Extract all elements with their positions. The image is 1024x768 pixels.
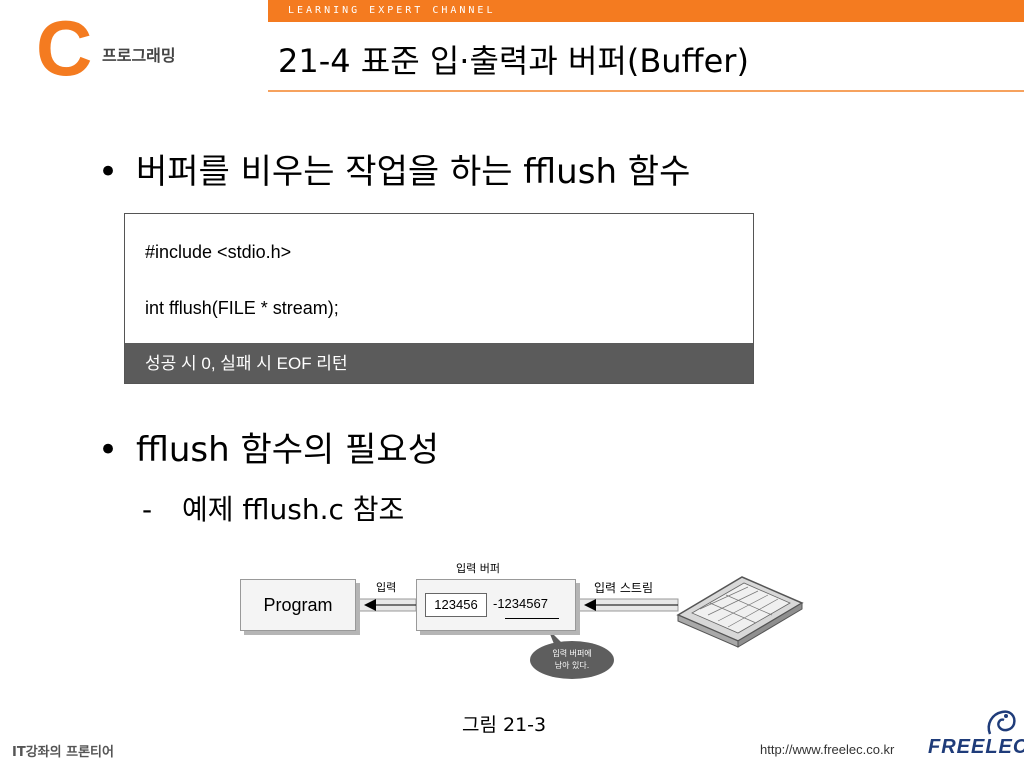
buffer-diagram: Program 입력 버퍼 입력 입력 스트림 123456 -1234567 …: [230, 555, 810, 685]
input-label: 입력: [376, 581, 397, 594]
bullet-text: 버퍼를 비우는 작업을 하는 fflush 함수: [136, 152, 691, 192]
arrow-to-program: [357, 598, 417, 612]
bullet-dot: •: [98, 152, 119, 192]
return-value-bar: 성공 시 0, 실패 시 EOF 리턴: [125, 343, 753, 383]
keyboard-icon: [676, 576, 804, 648]
figure-caption: 그림 21-3: [462, 714, 547, 736]
sub-bullet-dash: -: [142, 493, 153, 526]
stream-label: 입력 스트림: [594, 581, 654, 595]
channel-bar: LEARNING EXPERT CHANNEL: [268, 0, 1024, 22]
footer-url: http://www.freelec.co.kr: [760, 742, 895, 757]
callout-line: 남아 있다.: [554, 661, 590, 670]
remaining-underline: [505, 618, 559, 619]
diagram-arrows: [357, 576, 804, 649]
bullet-dot: •: [98, 430, 119, 470]
buffer-remaining: -1234567: [493, 596, 548, 611]
callout-line: 입력 버퍼에: [552, 649, 592, 658]
slide-title: 21-4 표준 입·출력과 버퍼(Buffer): [278, 42, 749, 80]
mascot-icon: [987, 710, 1016, 735]
bullet-text: fflush 함수의 필요성: [136, 430, 439, 470]
function-prototype-box: #include <stdio.h> int fflush(FILE * str…: [124, 213, 754, 384]
brand-logo: FREELEC: [928, 736, 1024, 758]
program-box: Program: [240, 579, 356, 631]
title-divider: [268, 90, 1024, 92]
sub-bullet-item: -예제 fflush.c 참조: [142, 488, 404, 528]
bullet-item: • fflush 함수의 필요성: [98, 422, 439, 471]
input-buffer-box: 123456 -1234567: [416, 579, 576, 631]
buffer-read-cell: 123456: [425, 593, 487, 617]
logo-text: 프로그래밍: [102, 46, 176, 65]
buffer-title: 입력 버퍼: [456, 562, 500, 575]
include-line: #include <stdio.h>: [145, 242, 292, 262]
prototype-line: int fflush(FILE * stream);: [145, 298, 339, 318]
arrow-to-buffer: [577, 598, 679, 612]
bullet-item: • 버퍼를 비우는 작업을 하는 fflush 함수: [98, 144, 690, 193]
sub-bullet-text: 예제 fflush.c 참조: [182, 493, 405, 526]
logo-letter: C: [36, 4, 93, 92]
remaining-callout: 입력 버퍼에 남아 있다.: [530, 641, 614, 679]
footer-tagline: IT강좌의 프론티어: [12, 745, 114, 760]
